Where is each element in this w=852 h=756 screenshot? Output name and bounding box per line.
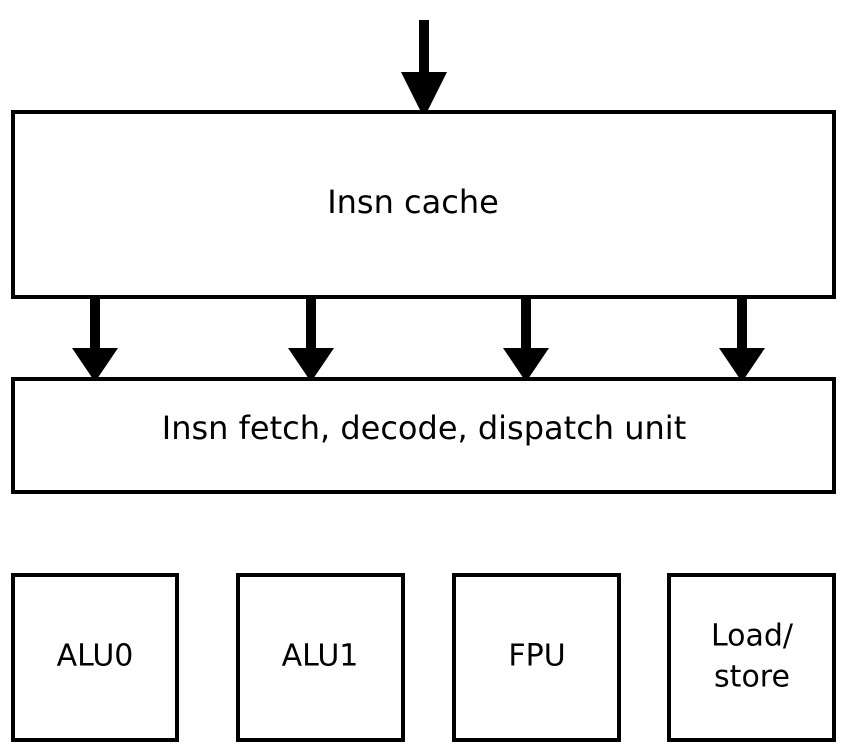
load-store-box bbox=[667, 573, 836, 742]
cache-to-fetch-arrow-4 bbox=[719, 297, 765, 382]
cache-to-fetch-arrow-3 bbox=[503, 297, 549, 382]
insn-cache-box bbox=[11, 110, 836, 299]
load-store-label-line2: store bbox=[714, 660, 790, 695]
load-store-label-line1: Load/ bbox=[711, 619, 794, 654]
fetch-decode-dispatch-box bbox=[11, 377, 836, 494]
cache-to-fetch-arrow-2 bbox=[288, 297, 334, 382]
fetch-decode-dispatch-label: Insn fetch, decode, dispatch unit bbox=[162, 409, 686, 447]
alu0-label: ALU0 bbox=[57, 639, 134, 674]
alu1-box bbox=[236, 573, 405, 742]
cache-to-fetch-arrow-1 bbox=[72, 297, 118, 382]
alu0-box bbox=[11, 573, 179, 742]
fpu-box bbox=[452, 573, 621, 742]
fpu-label: FPU bbox=[508, 639, 565, 674]
alu1-label: ALU1 bbox=[282, 639, 359, 674]
insn-cache-label: Insn cache bbox=[327, 183, 499, 221]
input-arrow bbox=[401, 20, 447, 118]
